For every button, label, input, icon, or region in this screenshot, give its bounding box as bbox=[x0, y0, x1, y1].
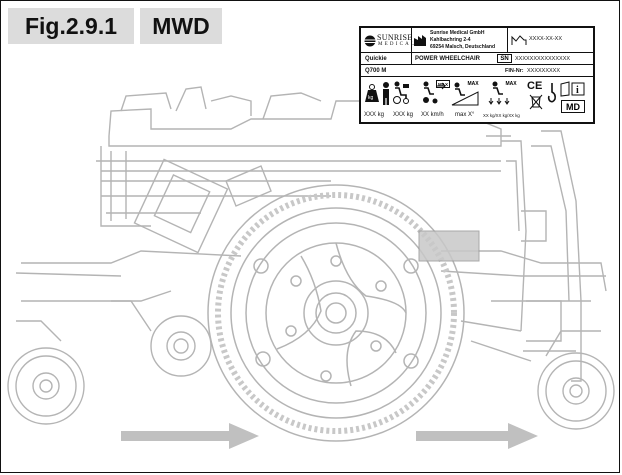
sn-value: XXXXXXXXXXXXXXX bbox=[515, 56, 571, 62]
sn-label: SN bbox=[497, 54, 512, 63]
axle-load-icon bbox=[488, 81, 510, 105]
product-brand: Quickie bbox=[365, 56, 387, 62]
date-code: XXXX-XX-XX bbox=[529, 36, 563, 42]
fin-label: FIN-Nr: bbox=[505, 68, 524, 74]
identification-label: SUNRISE MEDICAL Sunrise Medical GmbH Kah… bbox=[359, 26, 595, 124]
manufacturer-line2: Kahlbachring 2-4 bbox=[430, 37, 471, 43]
spec-axle: XX kg/XX kg/XX kg bbox=[483, 113, 520, 118]
hook-icon bbox=[547, 83, 556, 103]
direction-arrow-right bbox=[416, 423, 538, 449]
max-badge-axle: MAX bbox=[505, 81, 517, 87]
max-badge-speed: MAX bbox=[436, 80, 450, 88]
weight-icon: kg bbox=[365, 82, 389, 105]
spec-slope: max X° bbox=[455, 112, 475, 118]
spec-weight: XXX kg bbox=[364, 112, 385, 118]
svg-text:kg: kg bbox=[368, 95, 374, 101]
fin-value: XXXXXXXXX bbox=[527, 68, 561, 74]
model-name: Q700 M bbox=[365, 68, 387, 74]
slope-icon bbox=[451, 82, 479, 106]
spec-speed: XX km/h bbox=[421, 112, 444, 118]
speed-icon bbox=[423, 81, 446, 104]
max-badge-slope: MAX bbox=[467, 81, 479, 87]
manufacturer-line3: 69254 Malsch, Deutschland bbox=[430, 44, 496, 50]
product-type: POWER WHEELCHAIR bbox=[415, 56, 480, 62]
label-location-highlight bbox=[418, 230, 480, 262]
info-manual-icon: i bbox=[560, 81, 585, 97]
sunrise-logo-icon bbox=[364, 35, 376, 47]
figure-number: Fig.2.9.1 bbox=[8, 8, 134, 44]
direction-arrow-left bbox=[121, 423, 259, 449]
person-icon bbox=[393, 81, 409, 104]
ce-mark: CE bbox=[527, 80, 543, 92]
manufacturer-line1: Sunrise Medical GmbH bbox=[430, 30, 485, 36]
spec-load: XXX kg bbox=[393, 112, 414, 118]
date-icon bbox=[511, 35, 527, 45]
svg-text:i: i bbox=[576, 85, 579, 96]
brand-sub: MEDICAL bbox=[378, 42, 417, 47]
md-mark: MD bbox=[561, 100, 585, 113]
brand-name: SUNRISE bbox=[377, 33, 413, 42]
figure-variant: MWD bbox=[140, 8, 222, 44]
crossed-bin-icon bbox=[529, 94, 543, 110]
factory-icon bbox=[414, 35, 426, 46]
